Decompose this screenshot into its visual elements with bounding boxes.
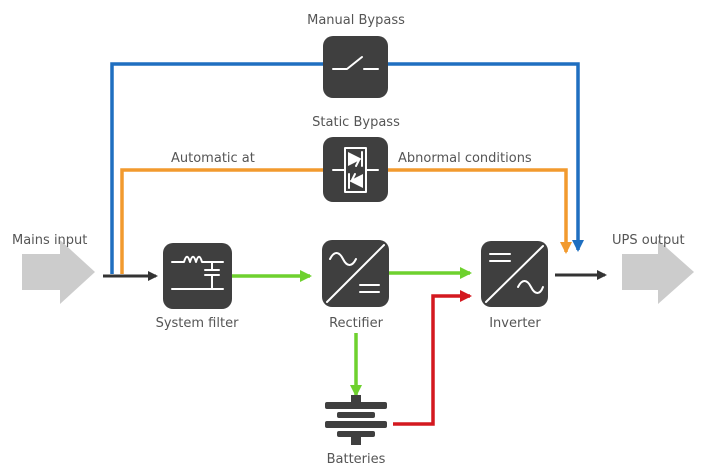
static-bypass-block	[323, 137, 388, 202]
static-bypass-line	[120, 168, 566, 274]
inverter-label: Inverter	[489, 316, 541, 331]
dc-ac-icon	[485, 245, 544, 303]
inverter-block	[481, 241, 548, 307]
filter-icon	[171, 255, 224, 290]
ups-output-label: UPS output	[612, 233, 685, 248]
battery-icon	[325, 395, 387, 445]
manual-bypass-line	[110, 62, 578, 274]
static-bypass-label: Static Bypass	[312, 115, 400, 130]
ups-output-arrow	[622, 240, 694, 304]
system-filter-label: System filter	[156, 316, 240, 331]
mains-input-arrow	[22, 240, 95, 304]
abnormal-conditions-label: Abnormal conditions	[398, 151, 532, 166]
rectifier-block	[322, 240, 389, 307]
thyristor-icon	[332, 147, 379, 193]
rectifier-label: Rectifier	[329, 316, 383, 331]
mains-input-label: Mains input	[12, 233, 87, 248]
manual-bypass-label: Manual Bypass	[307, 13, 405, 28]
batteries-block	[325, 395, 387, 445]
switch-icon	[332, 56, 379, 70]
ac-dc-icon	[326, 244, 385, 303]
system-filter-block	[163, 243, 232, 309]
batteries-to-inverter-line	[393, 290, 472, 426]
manual-bypass-block	[323, 36, 388, 98]
automatic-at-label: Automatic at	[171, 151, 255, 166]
batteries-label: Batteries	[327, 452, 386, 467]
